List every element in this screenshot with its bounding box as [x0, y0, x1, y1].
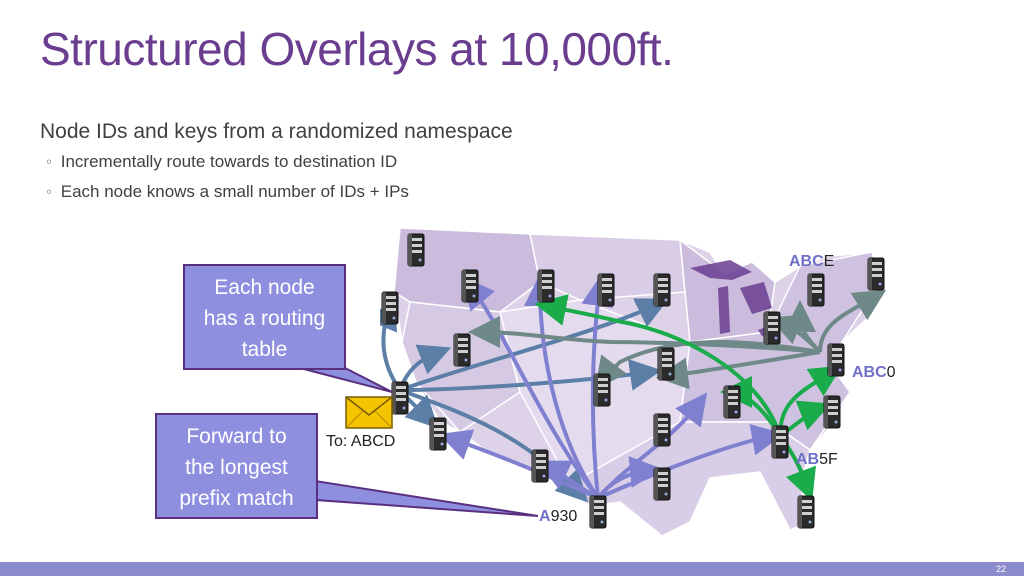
footer-bar [0, 562, 1024, 576]
node-label-prefix: A [539, 508, 551, 525]
bullet-main: Node IDs and keys from a randomized name… [40, 120, 513, 143]
callout-routing-table: Each node has a routing table [183, 264, 346, 370]
node-label-abce: ABCE [789, 253, 834, 271]
node-label-rest: 930 [550, 508, 578, 525]
node-label-ab5f: AB5F [796, 451, 838, 469]
page-number: 22 [995, 564, 1006, 574]
us-map-diagram [380, 222, 912, 540]
bullet-sub-2-text: Each node knows a small number of IDs + … [60, 182, 409, 201]
node-label-rest: 0 [886, 364, 896, 381]
bullet-sub-2: ◦ Each node knows a small number of IDs … [46, 182, 513, 202]
callout-line: the longest [185, 456, 288, 479]
node-label-a930: A930 [539, 508, 577, 526]
envelope-to-label: To: ABCD [326, 433, 396, 450]
callout-pointer-forward [293, 476, 539, 517]
node-label-abc0: ABC0 [852, 364, 896, 382]
bullet-list: Node IDs and keys from a randomized name… [40, 120, 513, 212]
callout-line: table [241, 338, 288, 361]
routes-gray [468, 289, 887, 390]
us-map-svg [380, 226, 887, 538]
bullet-sub-1: ◦ Incrementally route towards to destina… [46, 152, 513, 172]
node-label-rest: 5F [819, 451, 838, 468]
envelope-icon [345, 396, 393, 429]
bullet-sub-1-text: Incrementally route towards to destinati… [60, 152, 398, 171]
node-label-rest: E [823, 253, 835, 270]
callout-line: Forward to [186, 425, 287, 448]
callout-line: has a routing [203, 307, 326, 330]
node-label-prefix: ABC [852, 364, 887, 381]
lake-michigan [718, 286, 730, 334]
slide-title: Structured Overlays at 10,000ft. [40, 23, 674, 75]
callout-prefix-match: Forward to the longest prefix match [155, 413, 318, 519]
lake-huron [740, 282, 772, 314]
bullet-marker-icon: ◦ [46, 152, 53, 171]
bullet-marker-icon: ◦ [46, 182, 53, 201]
callout-line: Each node [214, 276, 315, 299]
lake-superior [690, 260, 752, 280]
callout-pointer-routing [299, 367, 393, 393]
callout-line: prefix match [179, 487, 294, 510]
node-label-prefix: ABC [789, 253, 824, 270]
node-label-prefix: AB [796, 451, 820, 468]
